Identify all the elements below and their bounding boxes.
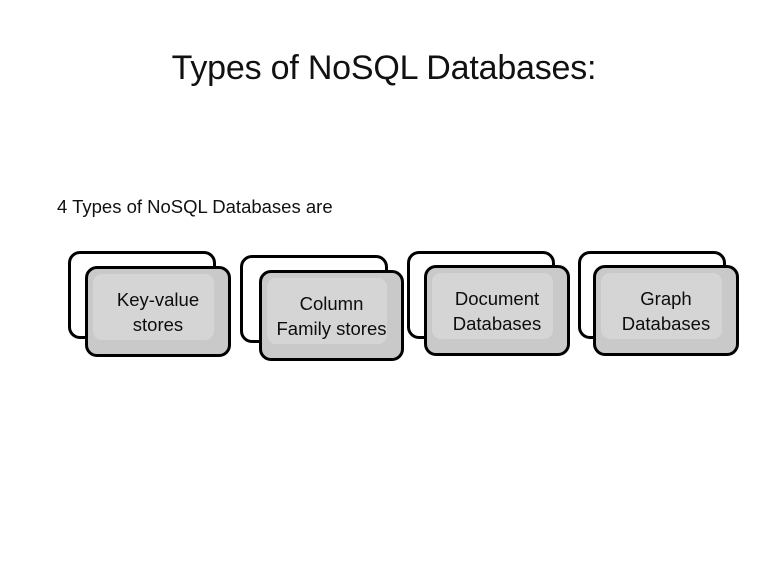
page-title: Types of NoSQL Databases: [171,49,597,87]
card-inner-plate [601,273,722,339]
card-front-sheet[interactable]: Document Databases [424,265,570,356]
card-front-sheet[interactable]: Column Family stores [259,270,404,361]
card-stack-key-value[interactable]: Key-value stores [66,249,232,359]
card-label-key-value: Key-value stores [116,288,200,335]
card-front-sheet[interactable]: Graph Databases [593,265,739,356]
card-label-column-family: Column Family stores [276,292,387,339]
card-stack-graph[interactable]: Graph Databases [576,249,742,359]
card-inner-plate [93,274,214,340]
card-inner-plate [267,278,387,344]
card-label-graph: Graph Databases [621,287,711,334]
card-front-sheet[interactable]: Key-value stores [85,266,231,357]
card-stack-column-family[interactable]: Column Family stores [238,253,404,363]
card-label-document: Document Databases [452,287,542,334]
slide-body-text: 4 Types of NoSQL Databases are [57,196,333,217]
card-stack-document[interactable]: Document Databases [407,249,573,359]
card-inner-plate [432,273,553,339]
